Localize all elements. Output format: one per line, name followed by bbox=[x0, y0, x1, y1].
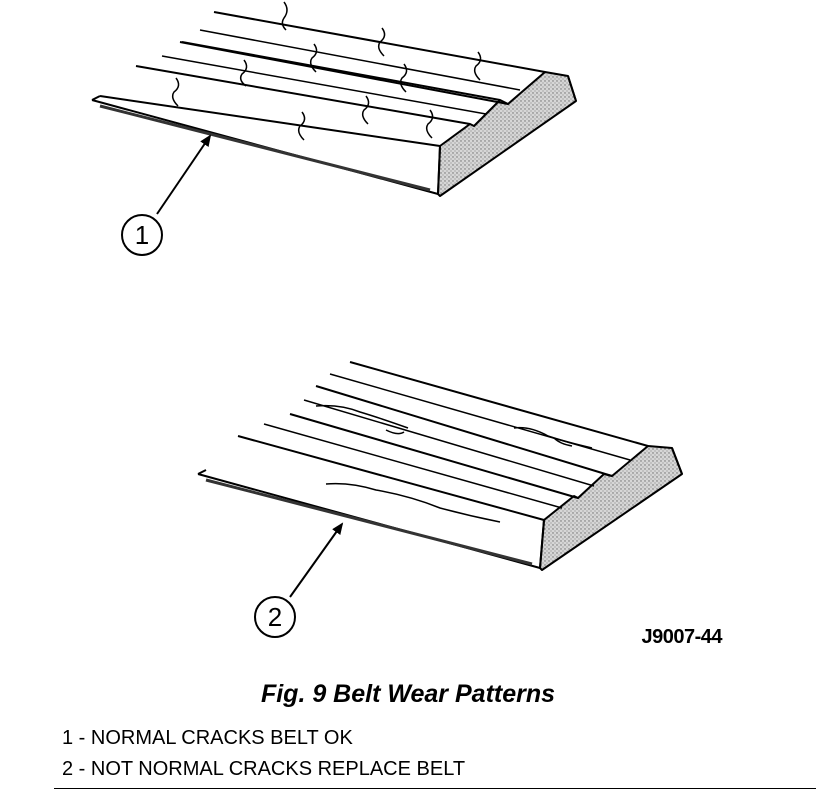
belt-abnormal-cracks bbox=[197, 361, 683, 571]
belt-1-cracks bbox=[171, 1, 482, 141]
callout-1-circle bbox=[121, 214, 163, 256]
legend: 1 - NORMAL CRACKS BELT OK 2 - NOT NORMAL… bbox=[62, 726, 465, 788]
legend-item-1: 1 - NORMAL CRACKS BELT OK bbox=[62, 727, 353, 749]
callout-2: 2 bbox=[254, 522, 344, 638]
callout-1: 1 bbox=[121, 134, 212, 256]
callout-1-arrow bbox=[156, 134, 212, 215]
belt-2-cracks bbox=[315, 404, 593, 523]
legend-item-2: 2 - NOT NORMAL CRACKS REPLACE BELT bbox=[62, 758, 466, 780]
callout-2-arrow bbox=[289, 522, 344, 598]
divider-line bbox=[54, 788, 816, 789]
belt-wear-diagram: 1 2 J9007-44 bbox=[91, 1, 724, 648]
belt-normal-cracks bbox=[91, 1, 577, 197]
callout-1-number: 1 bbox=[135, 220, 149, 250]
figure-id: J9007-44 bbox=[641, 626, 723, 648]
belt-1-end-section bbox=[437, 71, 577, 197]
callout-2-number: 2 bbox=[268, 602, 282, 632]
figure-caption: Fig. 9 Belt Wear Patterns bbox=[260, 680, 556, 708]
callout-2-circle bbox=[254, 596, 296, 638]
